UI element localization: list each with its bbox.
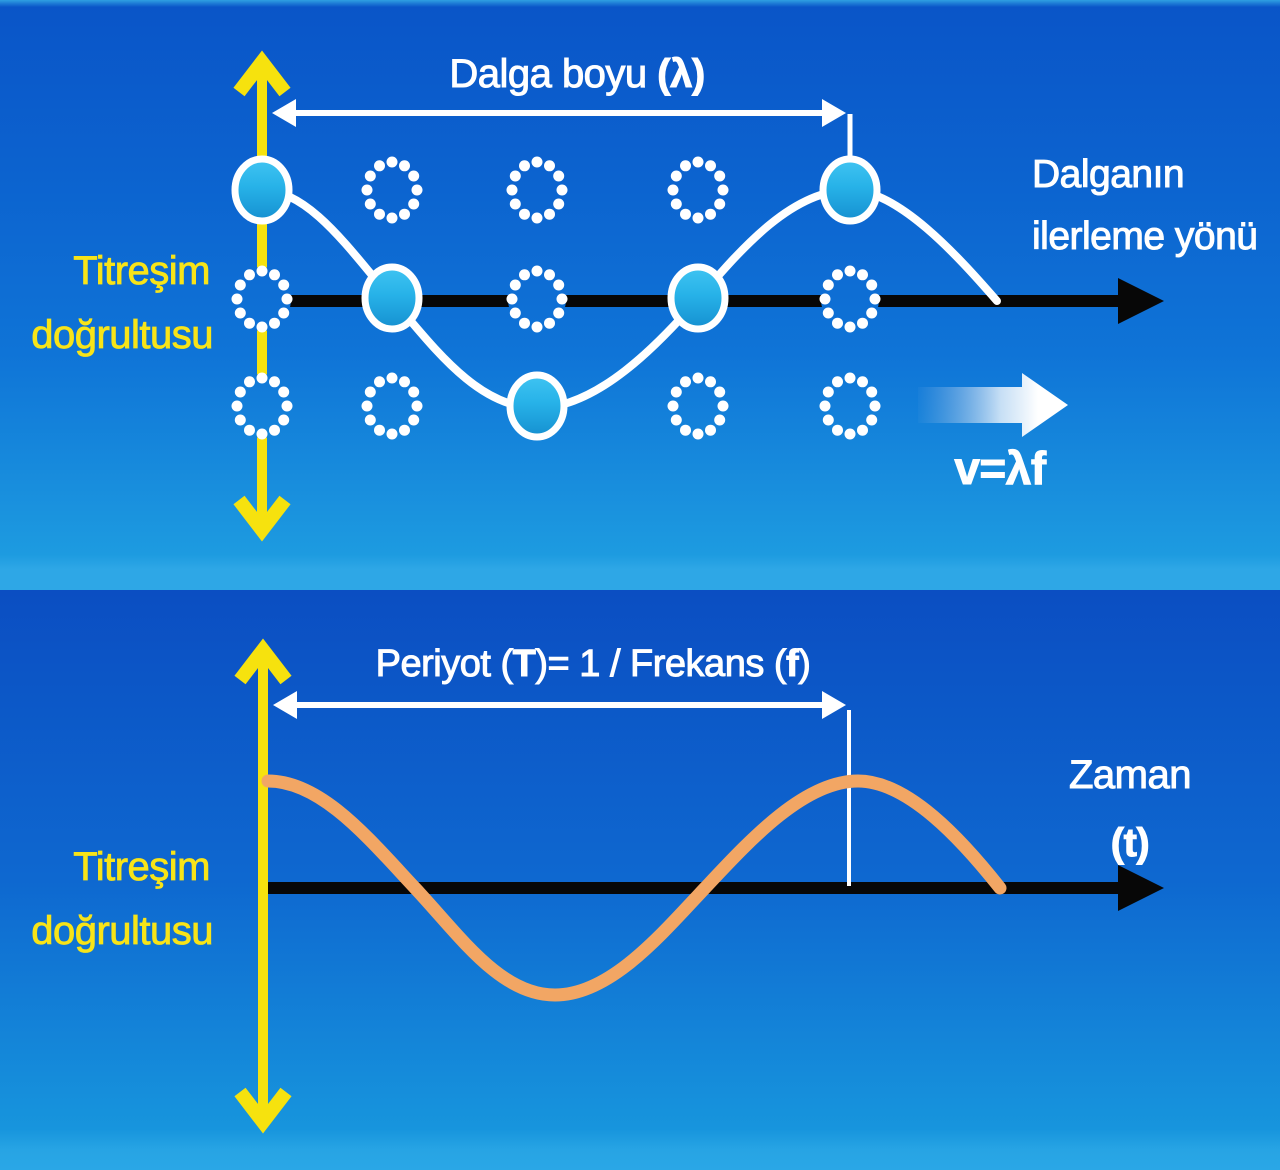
- particle-dotted: [506, 156, 568, 224]
- bottom-panel-background: [0, 590, 1280, 1170]
- propagation-direction-label-line2: ilerleme yönü: [1032, 215, 1257, 258]
- period-label: Periyot (T)= 1 / Frekans (f): [376, 643, 811, 685]
- particle-dotted: [667, 372, 729, 440]
- particle-solid: [231, 155, 293, 225]
- vibration-direction-label-line1: Titreşim: [73, 249, 210, 293]
- particle-dotted: [819, 372, 881, 440]
- vibration-axis-arrow-bottom: [234, 638, 292, 1134]
- time-label-line2: (t): [1111, 821, 1149, 865]
- particle-dotted: [667, 156, 729, 224]
- arrowhead-down: [233, 495, 291, 542]
- arrowhead-up: [233, 50, 291, 97]
- vibration-direction-label-line2: doğrultusu: [31, 313, 213, 357]
- particle-dotted: [361, 156, 423, 224]
- arrowhead-right: [822, 691, 846, 719]
- period-arrow: [273, 691, 846, 719]
- top-panel-transverse-wave: Dalga boyu (λ) Titreşim doğrultusu Dalga…: [0, 0, 1280, 590]
- wavelength-label: Dalga boyu (λ): [449, 52, 704, 96]
- wavelength-arrow: [272, 99, 846, 127]
- particle-dotted: [506, 265, 568, 333]
- particle-dotted: [819, 265, 881, 333]
- medium-particles: [231, 155, 881, 441]
- particle-solid: [506, 371, 568, 441]
- displacement-curve: [261, 774, 1007, 1002]
- arrowhead-up: [234, 638, 292, 685]
- time-label-line1: Zaman: [1069, 753, 1191, 797]
- bottom-panel-period-graph: Periyot (T)= 1 / Frekans (f) Zaman (t) T…: [0, 590, 1280, 1170]
- speed-arrow: [918, 373, 1068, 437]
- particle-dotted: [231, 265, 293, 333]
- vibration-direction-label-line2: doğrultusu: [31, 909, 213, 953]
- particle-dotted: [231, 372, 293, 440]
- arrowhead-down: [234, 1087, 292, 1134]
- arrowhead-right: [822, 99, 846, 127]
- particle-solid: [667, 263, 729, 333]
- speed-formula-label: v=λf: [954, 442, 1047, 494]
- particle-dotted: [361, 372, 423, 440]
- vibration-direction-label-line1: Titreşim: [73, 845, 210, 889]
- arrowhead-left: [273, 691, 297, 719]
- arrowhead-left: [272, 99, 296, 127]
- propagation-direction-label-line1: Dalganın: [1032, 153, 1184, 196]
- particle-solid: [361, 263, 423, 333]
- particle-solid: [819, 155, 881, 225]
